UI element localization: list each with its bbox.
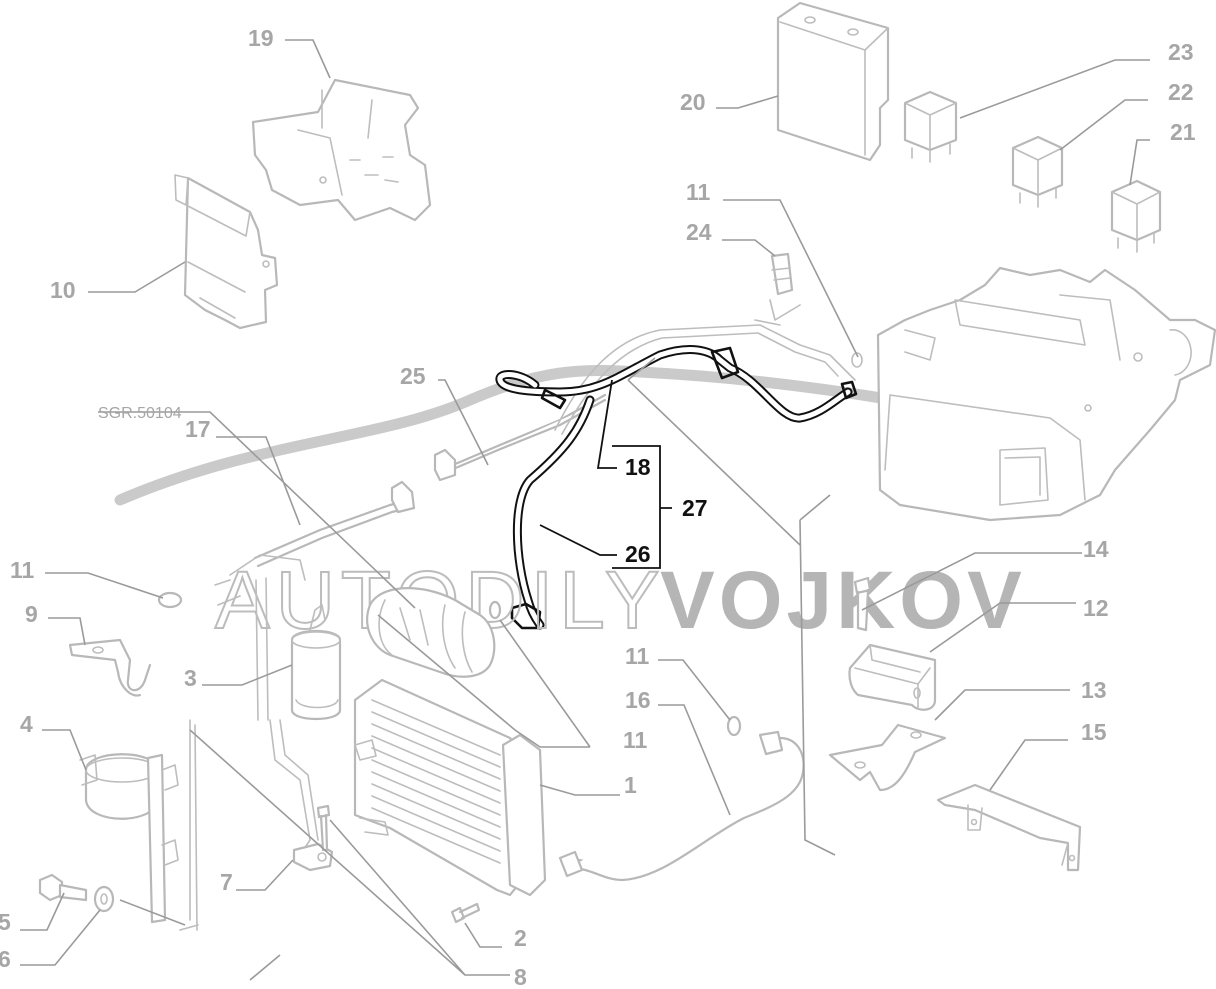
watermark-bold: VOJKOV (660, 555, 1026, 646)
part-20-ecu[interactable] (776, 1, 890, 162)
part-26-hose[interactable] (510, 395, 595, 630)
callout-19[interactable]: 19 (248, 25, 274, 51)
callout-20[interactable]: 20 (680, 89, 706, 115)
callout-27[interactable]: 27 (682, 495, 708, 521)
callout-8[interactable]: 8 (514, 964, 527, 989)
callout-9[interactable]: 9 (25, 601, 38, 627)
part-2-screw[interactable] (450, 902, 481, 924)
callout-24[interactable]: 24 (686, 219, 712, 245)
leader-lines (20, 39, 1150, 976)
part-8-bolt[interactable] (316, 804, 331, 852)
callout-16[interactable]: 16 (625, 687, 651, 713)
ref-code: SGR.50104 (98, 405, 182, 422)
part-11-o-ring-lower[interactable] (726, 715, 742, 737)
part-3-receiver-drier[interactable] (290, 604, 342, 720)
part-11-o-ring-left[interactable] (157, 591, 183, 609)
callout-3[interactable]: 3 (184, 665, 197, 691)
part-24-pressure-switch[interactable] (770, 252, 794, 296)
part-23-relay[interactable] (903, 90, 958, 163)
guide-line (119, 899, 281, 981)
callout-22[interactable]: 22 (1168, 79, 1194, 105)
leader-lines-highlight (539, 379, 672, 569)
callout-2[interactable]: 2 (514, 925, 527, 951)
part-6-washer[interactable] (93, 885, 115, 913)
callout-14[interactable]: 14 (1083, 536, 1109, 562)
part-vertical-pipes (179, 577, 319, 931)
callout-4[interactable]: 4 (20, 711, 33, 737)
part-10-control-unit[interactable] (174, 174, 279, 330)
part-19-bracket[interactable] (251, 78, 432, 222)
callout-13[interactable]: 13 (1081, 677, 1107, 703)
callout-11-middle[interactable]: 11 (623, 727, 648, 753)
part-gray-suction-pipe (554, 299, 863, 435)
part-compressor[interactable] (366, 586, 496, 678)
callout-11-right[interactable]: 11 (625, 643, 650, 669)
part-1-condenser[interactable] (353, 678, 547, 897)
part-15-bracket[interactable] (936, 783, 1082, 872)
part-9-clamp[interactable] (68, 638, 152, 697)
part-16-pipe[interactable] (558, 730, 805, 882)
callout-11-top[interactable]: 11 (686, 179, 711, 205)
callout-6[interactable]: 6 (0, 946, 11, 972)
part-5-bolt[interactable] (38, 873, 88, 902)
callout-23[interactable]: 23 (1168, 39, 1194, 65)
part-11-o-ring-upper[interactable] (488, 600, 502, 620)
callout-17[interactable]: 17 (185, 416, 211, 442)
part-21-relay[interactable] (1110, 179, 1162, 253)
callout-25[interactable]: 25 (400, 363, 426, 389)
callout-18[interactable]: 18 (625, 454, 651, 480)
callout-7[interactable]: 7 (220, 869, 233, 895)
part-13-bracket[interactable] (828, 723, 947, 792)
part-4-bracket-clamp[interactable] (79, 753, 179, 924)
callout-15[interactable]: 15 (1081, 719, 1107, 745)
callout-5[interactable]: 5 (0, 909, 11, 935)
part-22-relay[interactable] (1011, 135, 1064, 208)
callout-21[interactable]: 21 (1170, 119, 1196, 145)
part-12-rubber-mount[interactable] (848, 643, 937, 711)
callout-26[interactable]: 26 (625, 541, 651, 567)
guide-line (799, 494, 836, 856)
callout-12[interactable]: 12 (1083, 595, 1109, 621)
callout-1[interactable]: 1 (624, 772, 637, 798)
callout-10[interactable]: 10 (50, 277, 76, 303)
part-18-hose[interactable] (495, 345, 858, 423)
callout-11-left[interactable]: 11 (10, 557, 35, 583)
part-heater-box[interactable] (876, 266, 1216, 522)
part-14-bolt[interactable] (853, 576, 872, 632)
